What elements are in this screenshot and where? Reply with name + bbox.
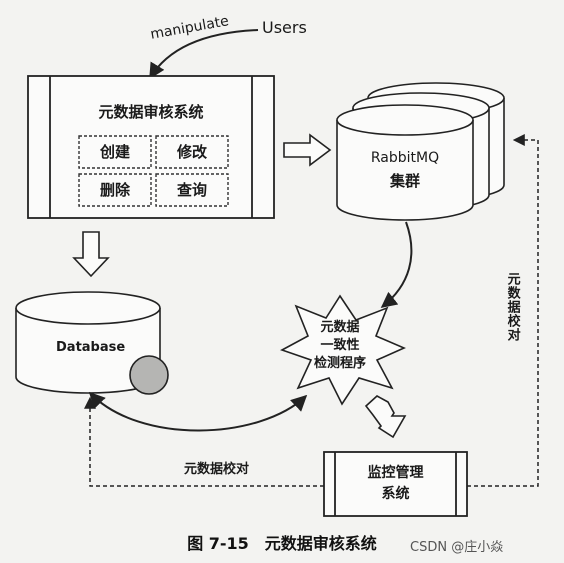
checker-label-line2: 一致性 xyxy=(320,338,360,353)
query-op-box xyxy=(155,173,229,207)
op-modify-label: 修改 xyxy=(176,143,207,161)
audit-system-box xyxy=(27,75,275,219)
watermark: CSDN @庄小焱 xyxy=(410,540,504,555)
database-ball-icon xyxy=(129,355,169,395)
figure-caption: 图 7-15 元数据审核系统 xyxy=(187,534,377,553)
users-label: Users xyxy=(262,18,307,37)
manipulate-arrow xyxy=(149,29,259,80)
hollow-arrow-down xyxy=(72,231,110,278)
monitor-system-box xyxy=(323,451,468,517)
database-label: Database xyxy=(56,340,126,355)
rabbitmq-cluster-label: 集群 xyxy=(389,172,420,190)
checker-starburst xyxy=(280,294,406,406)
monitor-label-line2: 系统 xyxy=(381,486,410,502)
op-query-label: 查询 xyxy=(176,181,207,199)
op-delete-label: 删除 xyxy=(99,181,130,199)
checker-database-arrow xyxy=(88,391,308,432)
hollow-arrow-right xyxy=(283,133,332,167)
create-op-box xyxy=(78,135,152,169)
rabbitmq-label: RabbitMQ xyxy=(370,150,440,166)
modify-op-box xyxy=(155,135,229,169)
rabbitmq-to-checker-arrow xyxy=(380,221,413,308)
reconcile-dashed-bottom xyxy=(84,396,324,487)
rabbitmq-cluster xyxy=(336,82,505,221)
checker-label-line1: 元数据 xyxy=(320,320,360,335)
checker-label-line3: 检测程序 xyxy=(313,356,366,371)
reconcile-dashed-right xyxy=(467,134,539,487)
system-title: 元数据审核系统 xyxy=(98,103,204,121)
delete-op-box xyxy=(78,173,152,207)
reconcile-bottom-label: 元数据校对 xyxy=(184,462,250,477)
reconcile-right-label: 元数据校对 xyxy=(504,272,520,342)
hollow-arrow-diagonal xyxy=(364,395,407,439)
database-cylinder xyxy=(15,291,161,394)
op-create-label: 创建 xyxy=(99,143,130,161)
monitor-label-line1: 监控管理 xyxy=(367,465,424,481)
